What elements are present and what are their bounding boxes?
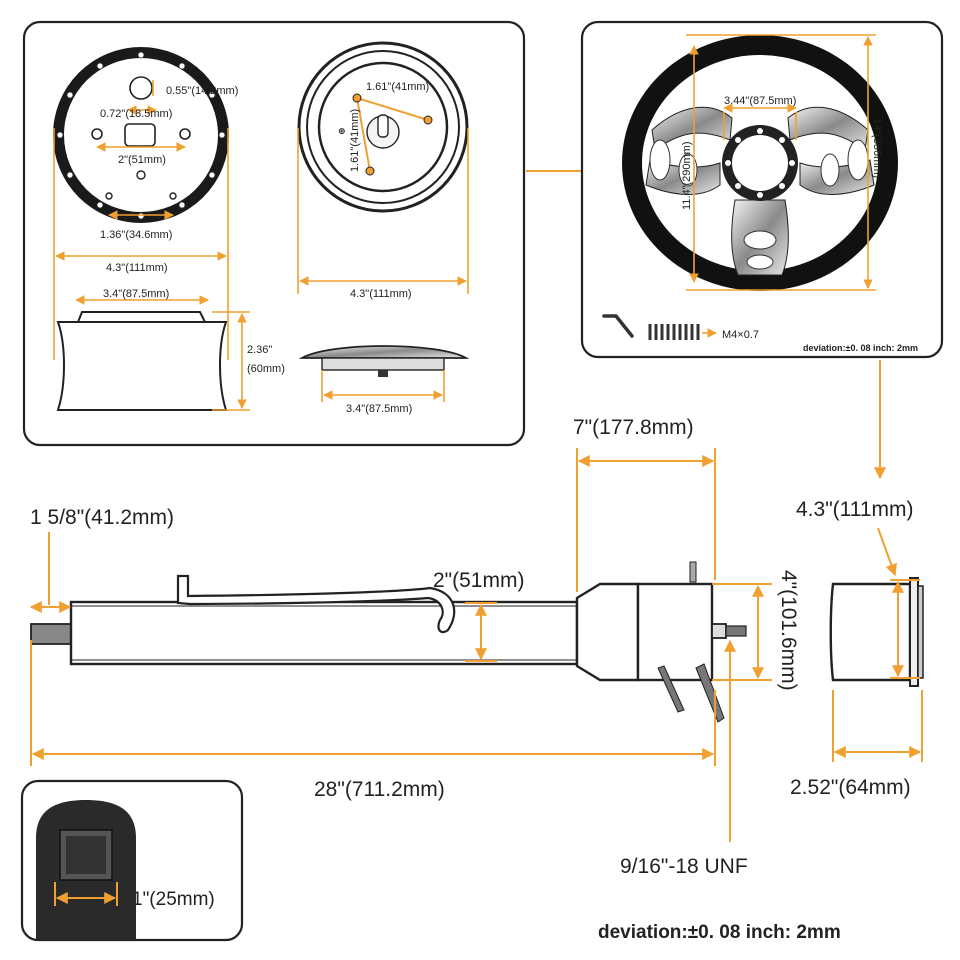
ring-len-dim: 2.52"(64mm) (790, 776, 911, 799)
svg-text:⊕: ⊕ (338, 126, 346, 136)
dim-hole: 0.55"(14.2mm) (166, 85, 238, 97)
wheel-width-dim: 14"(356mm) (871, 118, 883, 178)
adapter-face-view: 0.55"(14.2mm) 0.72"(18.5mm) 2"(51mm) 1.3… (53, 47, 238, 360)
dim-top-dia: 3.4"(87.5mm) (103, 288, 169, 300)
ring-dia-dim: 4.3"(111mm) (796, 498, 914, 521)
dim-height-mm: (60mm) (247, 363, 285, 375)
hex-key-icon (602, 314, 634, 338)
steering-column (30, 561, 747, 723)
column-head (636, 582, 714, 682)
thread-label: 9/16"-18 UNF (620, 855, 748, 878)
column-head-cone (575, 582, 640, 682)
wheel-height-dim: 11.4"(290mm) (681, 141, 693, 210)
wheel-hub-dim: 3.44"(87.5mm) (724, 95, 796, 107)
hub-side-view: 3.4"(87.5mm) 2.36" (60mm) (56, 288, 285, 411)
horn-outer-dia: 4.3"(111mm) (350, 288, 412, 300)
head-length-dim: 7"(177.8mm) (573, 416, 694, 439)
dim-center: 0.72"(18.5mm) (100, 108, 172, 120)
dim-height-in: 2.36" (247, 344, 272, 356)
shaft-inset-dim: 1"(25mm) (132, 889, 215, 910)
steering-wheel-panel: 3.44"(87.5mm) 11.4"(290mm) 14"(356mm) M4… (580, 20, 944, 359)
wheel-deviation: deviation:±0. 08 inch: 2mm (803, 343, 918, 353)
shaft-end-dim: 1 5/8"(41.2mm) (30, 506, 174, 529)
head-dia-dim: 4"(101.6mm) (777, 570, 800, 691)
dim-bolt-span: 2"(51mm) (118, 154, 166, 166)
hub-adapter-panel: 0.55"(14.2mm) 0.72"(18.5mm) 2"(51mm) 1.3… (22, 20, 526, 447)
column-od-dim: 2"(51mm) (433, 569, 524, 592)
deviation-note: deviation:±0. 08 inch: 2mm (598, 922, 841, 943)
shaft-end (30, 623, 72, 645)
shaft-inset: 1"(25mm) (20, 779, 244, 942)
shift-lever (176, 574, 456, 634)
screws-icon (648, 324, 700, 340)
total-length-dim: 28"(711.2mm) (314, 778, 445, 801)
dim-a: 1.61"(41mm) (366, 81, 429, 93)
horn-base-dim: 3.4"(87.5mm) (346, 403, 412, 415)
dim-b: 1.61"(41mm) (349, 109, 361, 172)
horn-face-view: ⊕ 1.61"(41mm) 1.61"(41mm) 4.3"(111mm) (297, 41, 469, 300)
adapter-ring (829, 577, 924, 687)
dim-outer-dia: 4.3"(111mm) (106, 262, 168, 274)
column-tube (69, 600, 579, 666)
dim-bottom-holes: 1.36"(34.6mm) (100, 229, 172, 241)
horn-side-view: 3.4"(87.5mm) (298, 345, 470, 415)
steering-wheel (622, 35, 898, 291)
screw-label: M4×0.7 (722, 329, 759, 341)
thread-stud (725, 625, 747, 637)
